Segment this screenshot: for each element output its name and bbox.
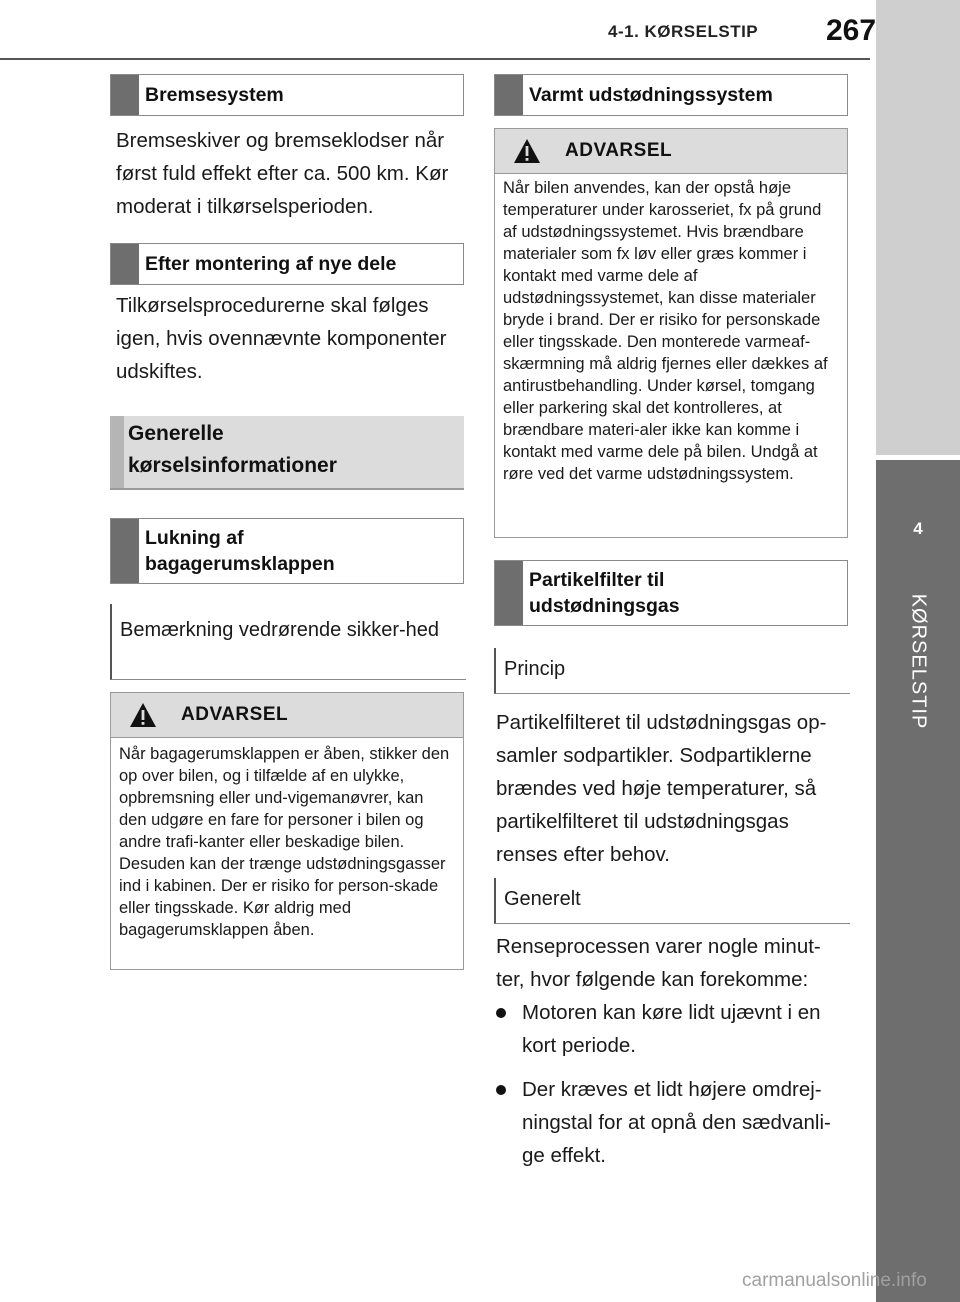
bullet-dot [496,1085,506,1095]
warning-text: Når bagagerumsklappen er åben, stikker d… [119,745,450,939]
list-item-text: Motoren kan køre lidt ujævnt i en kort p… [522,1001,821,1057]
heading-tailgate: Lukning af bagagerumsklappen [110,518,464,584]
subheading-principle: Princip [494,648,850,694]
warning-title: ADVARSEL [565,140,673,161]
warning-triangle-icon [130,703,156,727]
warning-box-tailgate: ADVARSEL Når bagagerumsklappen er åben, … [110,692,464,970]
page-number: 267 [826,14,877,47]
parts-paragraph: Tilkørselsprocedurerne skal følges igen,… [116,294,447,383]
heading-text: Partikelfilter til udstødningsgas [529,569,680,617]
watermark: carmanualsonline.info [742,1270,927,1291]
heading-new-parts: Efter montering af nye dele [110,243,464,285]
chapter-number: 4 [913,519,923,538]
heading-marker [495,561,523,625]
subheading-text: Bemærkning vedrørende sikker-hed [120,619,440,641]
heading-marker [111,244,139,284]
chapter-label: KØRSELSTIP [907,593,930,730]
side-tab-upper [876,0,960,455]
warning-text: Når bilen anvendes, kan der opstå høje t… [503,179,828,483]
bullet-dot [496,1008,506,1018]
header-divider [0,58,870,60]
warning-title: ADVARSEL [181,704,289,725]
heading-marker [110,416,124,488]
heading-brake-system: Bremsesystem [110,74,464,116]
section-title: 4-1. KØRSELSTIP [608,22,759,41]
list-item: Der kræves et lidt højere omdrej-ningsta… [496,1073,846,1172]
warning-header: ADVARSEL [495,129,847,174]
subheading-safety: Bemærkning vedrørende sikker-hed [110,604,466,680]
list-item-text: Der kræves et lidt højere omdrej-ningsta… [522,1078,831,1167]
heading-text: Lukning af bagagerumsklappen [145,527,335,575]
subheading-general: Generelt [494,878,850,924]
chapter-side-tab [876,460,960,1302]
list-item: Motoren kan køre lidt ujævnt i en kort p… [496,996,846,1062]
heading-marker [111,519,139,583]
heading-marker [495,75,523,115]
heading-general-driving: Generelle kørselsinformationer [110,416,464,490]
principle-paragraph: Partikelfilteret til udstødningsgas op-s… [496,711,827,866]
subheading-text: Princip [504,658,566,680]
heading-marker [111,75,139,115]
brake-paragraph: Bremseskiver og bremseklodser når først … [116,129,449,218]
warning-box-exhaust: ADVARSEL Når bilen anvendes, kan der ops… [494,128,848,538]
heading-text: Efter montering af nye dele [145,253,397,275]
heading-text: Generelle kørselsinformationer [128,422,337,477]
subheading-text: Generelt [504,888,581,910]
heading-hot-exhaust: Varmt udstødningssystem [494,74,848,116]
heading-text: Bremsesystem [145,84,284,106]
heading-particle-filter: Partikelfilter til udstødningsgas [494,560,848,626]
warning-header: ADVARSEL [111,693,463,738]
warning-triangle-icon [514,139,540,163]
general-paragraph: Renseprocessen varer nogle minut-ter, hv… [496,935,821,991]
heading-text: Varmt udstødningssystem [529,84,773,106]
